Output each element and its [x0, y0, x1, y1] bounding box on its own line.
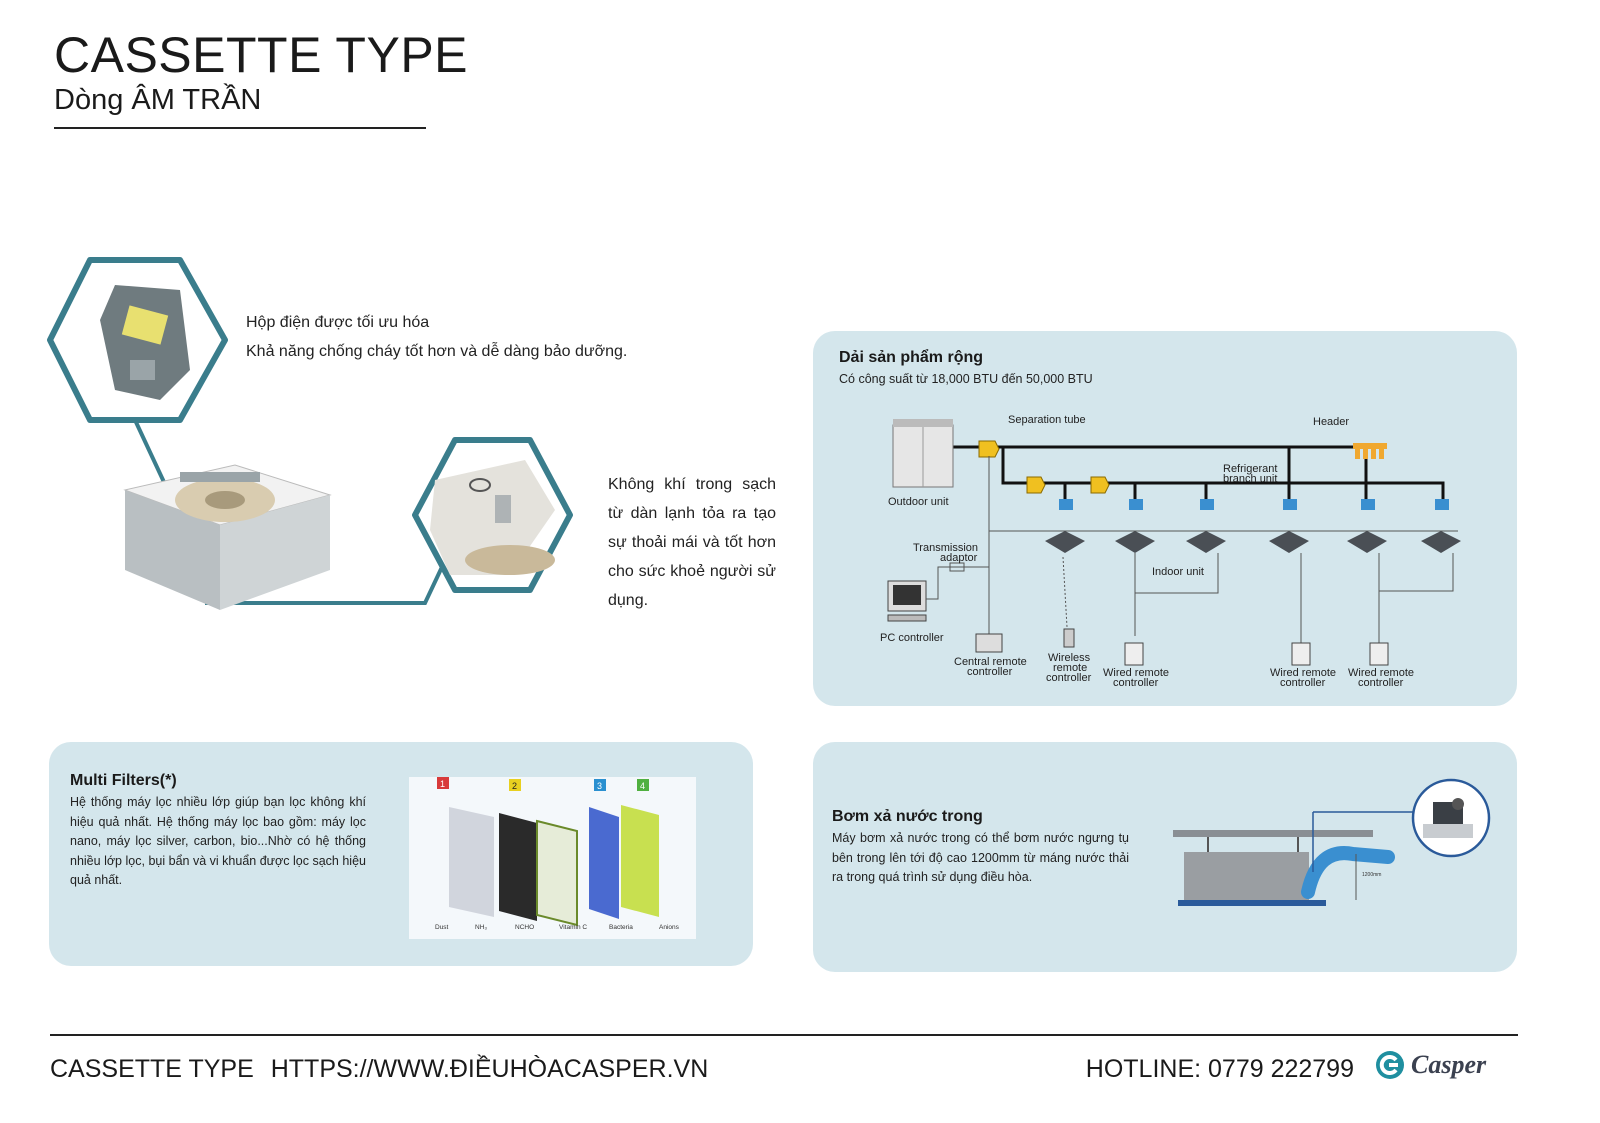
footer-hotline: HOTLINE: 0779 222799	[1085, 1055, 1354, 1083]
legend-anions: Anions	[659, 924, 680, 931]
pump-height-label: 1200mm	[1362, 872, 1381, 878]
footer-left: CASSETTE TYPE HTTPS://WWW.ĐIỀUHÒACASPER.…	[50, 1055, 718, 1084]
label-wired-2: controller	[1113, 677, 1159, 689]
label-wired-1: Wired remote	[1103, 667, 1169, 679]
legend-vitamin-c: Vitamin C	[559, 924, 587, 931]
product-range-subtitle: Có công suất từ 18,000 BTU đến 50,000 BT…	[839, 372, 1093, 386]
multi-filters-body: Hệ thống máy lọc nhiều lớp giúp bạn lọc …	[70, 795, 366, 887]
clean-air-line: từ dàn lạnh tỏa ra tạo	[608, 505, 776, 522]
label-central-2: controller	[967, 666, 1013, 678]
page-title: CASSETTE TYPE	[54, 27, 469, 83]
label-wired-1: Wired remote	[1348, 667, 1414, 679]
legend-ncho: NCHO	[515, 924, 534, 931]
title-divider	[54, 127, 426, 129]
electric-box-text: Hộp điện được tối ưu hóa Khả năng chống …	[246, 308, 627, 366]
legend-nh3: NH₃	[475, 924, 487, 931]
label-wired-2: controller	[1280, 677, 1326, 689]
drain-pump-panel: Bơm xả nước trong Máy bơm xả nước trong …	[813, 742, 1517, 972]
label-central-1: Central remote	[954, 656, 1027, 668]
clean-air-hex	[412, 437, 573, 593]
electric-box-desc: Khả năng chống cháy tốt hơn và dễ dàng b…	[246, 343, 628, 360]
casper-logo-text: Casper	[1411, 1050, 1487, 1079]
filter-layer-3: 3	[597, 781, 602, 791]
filter-layers-illustration: 1 2 3 4 Dust NH₃ NCHO Vitamin C Bacteria…	[409, 777, 696, 939]
multi-filters-title: Multi Filters(*)	[70, 772, 177, 789]
product-range-panel: Dải sản phẩm rộng Có công suất từ 18,000…	[813, 331, 1517, 706]
filter-layer-2: 2	[512, 781, 517, 791]
cassette-illustration	[47, 257, 573, 610]
clean-air-line: Không khí trong sạch	[608, 476, 776, 493]
label-transmission-2: adaptor	[940, 552, 978, 564]
electric-box-hex	[47, 257, 228, 423]
label-outdoor-unit: Outdoor unit	[888, 496, 949, 508]
drain-pump-title: Bơm xả nước trong	[832, 808, 983, 825]
drain-pump-body: Máy bơm xả nước trong có thể bơm nước ng…	[832, 831, 1129, 884]
label-indoor-unit: Indoor unit	[1152, 566, 1204, 578]
footer-url[interactable]: HTTPS://WWW.ĐIỀUHÒACASPER.VN	[270, 1055, 709, 1083]
clean-air-line: dụng.	[608, 592, 649, 609]
footer-divider	[50, 1034, 1518, 1036]
legend-dust: Dust	[435, 924, 449, 931]
footer-title: CASSETTE TYPE	[50, 1055, 254, 1083]
label-header: Header	[1313, 416, 1349, 428]
label-pc-controller: PC controller	[880, 632, 944, 644]
label-refrigerant-2: branch unit	[1223, 473, 1277, 485]
clean-air-line: cho sức khoẻ người sử	[608, 563, 776, 580]
casper-logo-icon	[1376, 1051, 1404, 1079]
label-wireless-2: remote	[1053, 662, 1087, 674]
label-separation-tube: Separation tube	[1008, 414, 1086, 426]
label-wireless-1: Wireless	[1048, 652, 1091, 664]
label-refrigerant-1: Refrigerant	[1223, 463, 1277, 475]
filter-layer-4: 4	[640, 781, 645, 791]
casper-logo: Casper	[1375, 1050, 1486, 1080]
filter-layer-1: 1	[440, 779, 445, 789]
label-wired-1: Wired remote	[1270, 667, 1336, 679]
cassette-unit	[123, 464, 332, 610]
clean-air-line: sự thoải mái và tốt hơn	[608, 534, 776, 551]
drain-pump-illustration: 1200mm	[1173, 778, 1491, 906]
multi-filters-panel: Multi Filters(*) Hệ thống máy lọc nhiều …	[49, 742, 753, 966]
system-diagram: Separation tube Header Refrigerant branc…	[880, 414, 1461, 689]
product-range-title: Dải sản phẩm rộng	[839, 349, 984, 366]
label-wireless-3: controller	[1046, 672, 1092, 684]
clean-air-text: Không khí trong sạch từ dàn lạnh tỏa ra …	[608, 470, 776, 615]
label-wired-2: controller	[1358, 677, 1404, 689]
legend-bacteria: Bacteria	[609, 924, 633, 931]
electric-box-title: Hộp điện được tối ưu hóa	[246, 314, 430, 331]
label-transmission-1: Transmission	[913, 542, 978, 554]
page-subtitle: Dòng ÂM TRẦN	[54, 84, 262, 116]
